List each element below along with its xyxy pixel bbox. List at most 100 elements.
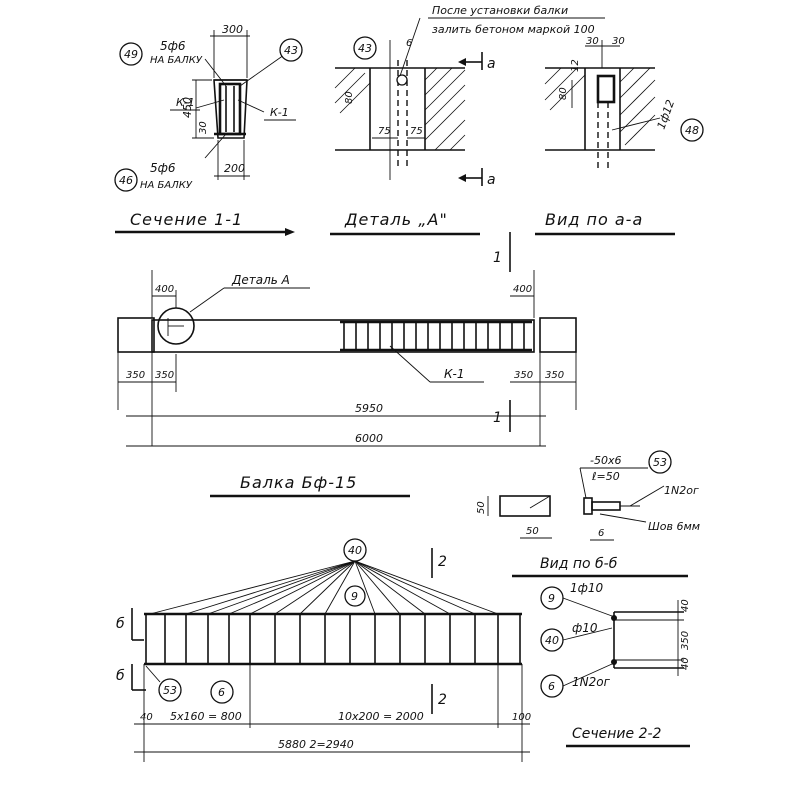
frame-elevation: 40 2 2 9 53 6 б б 40 5х160 = 800 10 (116, 538, 531, 762)
view-a-a: 30 30 12 80 1ф12 48 Вид по а-а (535, 36, 704, 236)
sec22-dim-350: 350 (680, 631, 691, 650)
leader-line (149, 560, 356, 615)
frame-dim-5x160: 5х160 = 800 (170, 710, 242, 723)
detail-a-hatch (334, 67, 466, 151)
detail-a-title: Деталь „А" (344, 210, 448, 229)
sec22-position-9-label: 9 (548, 592, 555, 605)
leader-line (354, 560, 426, 615)
frame-dim-100: 100 (512, 712, 531, 723)
view-a-a-position-48-label: 48 (685, 124, 699, 137)
sec22-bar-mid: ф10 (572, 621, 598, 635)
view-a-a-title: Вид по а-а (545, 210, 643, 229)
position-46-marker (114, 168, 138, 192)
view-a-a-position-48-marker (680, 118, 704, 142)
sec22-position-40-label: 40 (545, 634, 559, 647)
view-b-b-title: Вид по б-б (540, 556, 618, 572)
leader-line (274, 560, 356, 615)
view-b-b-dim-6: 6 (598, 528, 604, 539)
cut-2-top-label: 2 (438, 554, 447, 570)
frame-dim-10x200: 10х200 = 2000 (338, 710, 424, 723)
cut-1-bottom-label: 1 (493, 410, 502, 426)
leader-line (354, 560, 451, 615)
cut-b-bottom-label: б (116, 668, 125, 684)
detail-a-note-line1: После установки балки (432, 4, 568, 17)
leader-line (207, 560, 356, 615)
dim-400-right: 400 (513, 284, 532, 295)
detail-a-dim-75b: 75 (410, 126, 423, 137)
frame-position-53-marker (158, 678, 182, 702)
leader-line (354, 560, 499, 615)
dim-300: 300 (222, 23, 243, 36)
frame-position-6-marker (210, 680, 234, 704)
view-b-b-plate-length: ℓ=50 (591, 470, 620, 483)
position-49-label: 49 (124, 48, 138, 61)
dim-350-2: 350 (155, 370, 174, 381)
beam-body (151, 319, 535, 353)
dim-400-left: 400 (155, 284, 174, 295)
view-b-b-bar-label: 1N2ог (664, 484, 699, 497)
k1-right-label: К-1 (270, 106, 289, 119)
dim-350-3: 350 (514, 370, 533, 381)
dim-350-1: 350 (126, 370, 145, 381)
dim-6000: 6000 (355, 432, 383, 445)
position-46-label: 46 (119, 174, 133, 187)
sec22-dim-40a: 40 (680, 599, 691, 612)
cut-a-bottom: а (487, 172, 496, 188)
detail-a-position-43-marker (353, 36, 377, 60)
frame-dim-40-left: 40 (140, 712, 153, 723)
sec22-position-6-label: 6 (548, 680, 555, 693)
frame-leader-fan (149, 560, 499, 615)
section-2-2-title: Сечение 2-2 (572, 726, 662, 742)
frame-position-9-label: 9 (351, 590, 358, 603)
frame-position-40-label: 40 (348, 544, 362, 557)
dim-5950: 5950 (355, 402, 383, 415)
view-a-a-bar: 1ф12 (655, 98, 678, 131)
section-2-2: 40 350 40 9 1ф10 40 ф10 6 1N2ог Сечение … (540, 581, 691, 748)
frame-position-9-marker (344, 585, 366, 607)
leader-line (324, 560, 356, 615)
view-b-b-weld: Шов 6мм (648, 520, 700, 533)
cage-stirrups (343, 322, 525, 350)
dim-350-4: 350 (545, 370, 564, 381)
detail-a-dim-6: 6 (406, 38, 412, 49)
leader-line (299, 560, 356, 615)
sec22-bar-bottom: 1N2ог (572, 675, 611, 689)
detail-a-dim-75a: 75 (378, 126, 391, 137)
cut-b-top-label: б (116, 616, 125, 632)
beam-title: Балка Бф-15 (240, 473, 357, 492)
section-1-1: 300 450 30 200 5ф6 НА БАЛКУ 49 43 К-1 К-… (114, 23, 303, 236)
dim-450: 450 (181, 97, 194, 118)
view-a-a-dim-30a: 30 (586, 36, 599, 47)
leader-line (354, 560, 401, 615)
cut-1-top-label: 1 (493, 250, 502, 266)
frame-position-6-label: 6 (218, 686, 225, 699)
view-b-b-position-53-marker (648, 450, 672, 474)
bottom-bar-note: НА БАЛКУ (140, 180, 193, 191)
stirrup (218, 82, 242, 136)
detail-a-dim-80: 80 (344, 91, 355, 104)
support-left (117, 317, 155, 353)
support-right (539, 317, 577, 353)
beam-elevation: 1 1 Деталь А 400 400 К-1 3 (117, 232, 577, 498)
position-43-marker (279, 38, 303, 62)
view-b-b-plate-side (583, 497, 593, 515)
view-b-b-plate-label: -50х6 (590, 454, 621, 467)
view-b-b-dim-50v: 50 (476, 501, 487, 514)
k1-beam-label: К-1 (444, 367, 464, 381)
detail-a-position-43-label: 43 (358, 42, 372, 55)
leader-line (228, 560, 356, 615)
leader-line (354, 560, 476, 615)
sec22-dim-40b: 40 (680, 657, 691, 670)
view-a-a-dim-12: 12 (570, 59, 581, 72)
frame-verticals (145, 614, 521, 664)
frame-dim-total: 5880 2=2940 (278, 738, 354, 751)
view-b-b-plate-front (499, 495, 551, 517)
detail-a-note-line2: залить бетоном маркой 100 (432, 23, 595, 36)
top-bar-label: 5ф6 (160, 39, 186, 53)
sec22-bar-top: 1ф10 (570, 581, 604, 595)
detail-a: После установки балки залить бетоном мар… (330, 4, 605, 236)
position-43-label: 43 (284, 44, 298, 57)
view-b-b-dim-50h: 50 (526, 526, 539, 537)
position-49-marker (119, 42, 143, 66)
